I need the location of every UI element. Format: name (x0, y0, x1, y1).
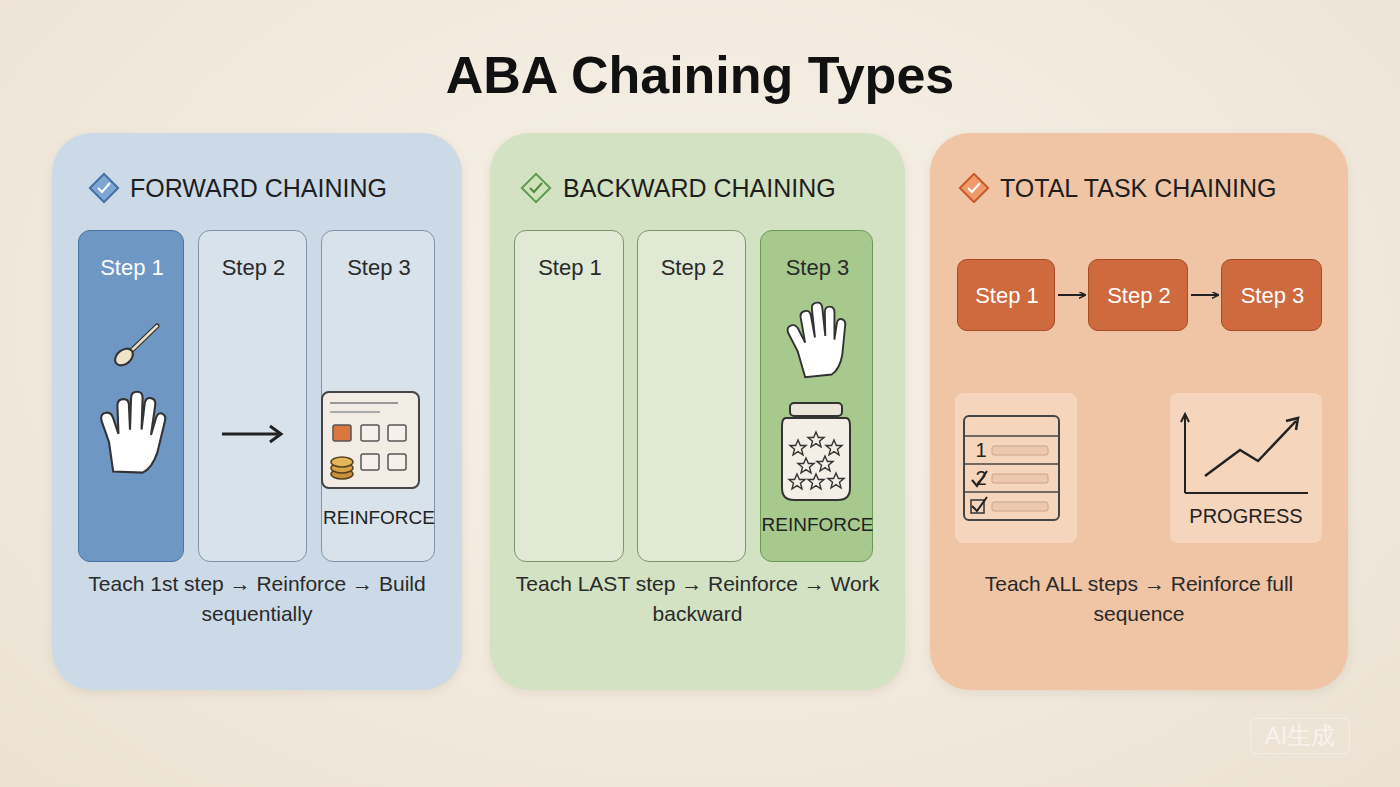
node-label: PROGRESS (1170, 504, 1322, 528)
node-label: Step 3 (761, 254, 874, 282)
step-column: Step 3 REINFORCE (321, 230, 435, 562)
node-label: Step 1 (958, 260, 1056, 332)
node-label: TOTAL TASK CHAINING (1000, 173, 1330, 203)
step-column: Step 2 (198, 230, 307, 562)
node-label: Step 2 (638, 254, 747, 282)
node-label: Step 2 (1089, 260, 1189, 332)
chain-panel: FORWARD CHAINING Teach 1st step → Reinfor… (52, 133, 462, 690)
node-note: Teach LAST step → Reinforce → Work backw… (506, 569, 889, 629)
node-label: BACKWARD CHAINING (563, 173, 893, 203)
step-box: Step 2 (1088, 259, 1188, 331)
node-label: FORWARD CHAINING (130, 173, 460, 203)
step-column: Step 3 REINFORCE (760, 230, 873, 562)
node-note: REINFORCE (322, 506, 436, 530)
step-column: Step 1 (514, 230, 624, 562)
node-note: 2 (972, 466, 990, 490)
node-label: Step 1 (515, 254, 625, 282)
node-label: Step 2 (199, 254, 308, 282)
chain-panel: TOTAL TASK CHAINING Teach ALL steps → Rei… (930, 133, 1348, 690)
step-box: Step 1 (957, 259, 1055, 331)
node-label: Step 3 (1222, 260, 1323, 332)
step-column: Step 1 (78, 230, 184, 562)
step-box: Step 3 (1221, 259, 1322, 331)
node-label: Step 3 (322, 254, 436, 282)
watermark: AI生成 (1250, 718, 1350, 754)
node-note: Teach 1st step → Reinforce → Build seque… (68, 569, 446, 629)
node-label: 1 (972, 438, 990, 462)
progress-card: PROGRESS (1170, 393, 1322, 543)
diagram-title: ABA Chaining Types (0, 44, 1400, 106)
node-note: Teach ALL steps → Reinforce full sequenc… (946, 569, 1332, 629)
chain-panel: BACKWARD CHAINING Teach LAST step → Reinf… (490, 133, 905, 690)
node-note: REINFORCE (761, 513, 874, 537)
step-column: Step 2 (637, 230, 746, 562)
node-label: Step 1 (79, 254, 185, 282)
checklist-card: 12 (955, 393, 1077, 543)
